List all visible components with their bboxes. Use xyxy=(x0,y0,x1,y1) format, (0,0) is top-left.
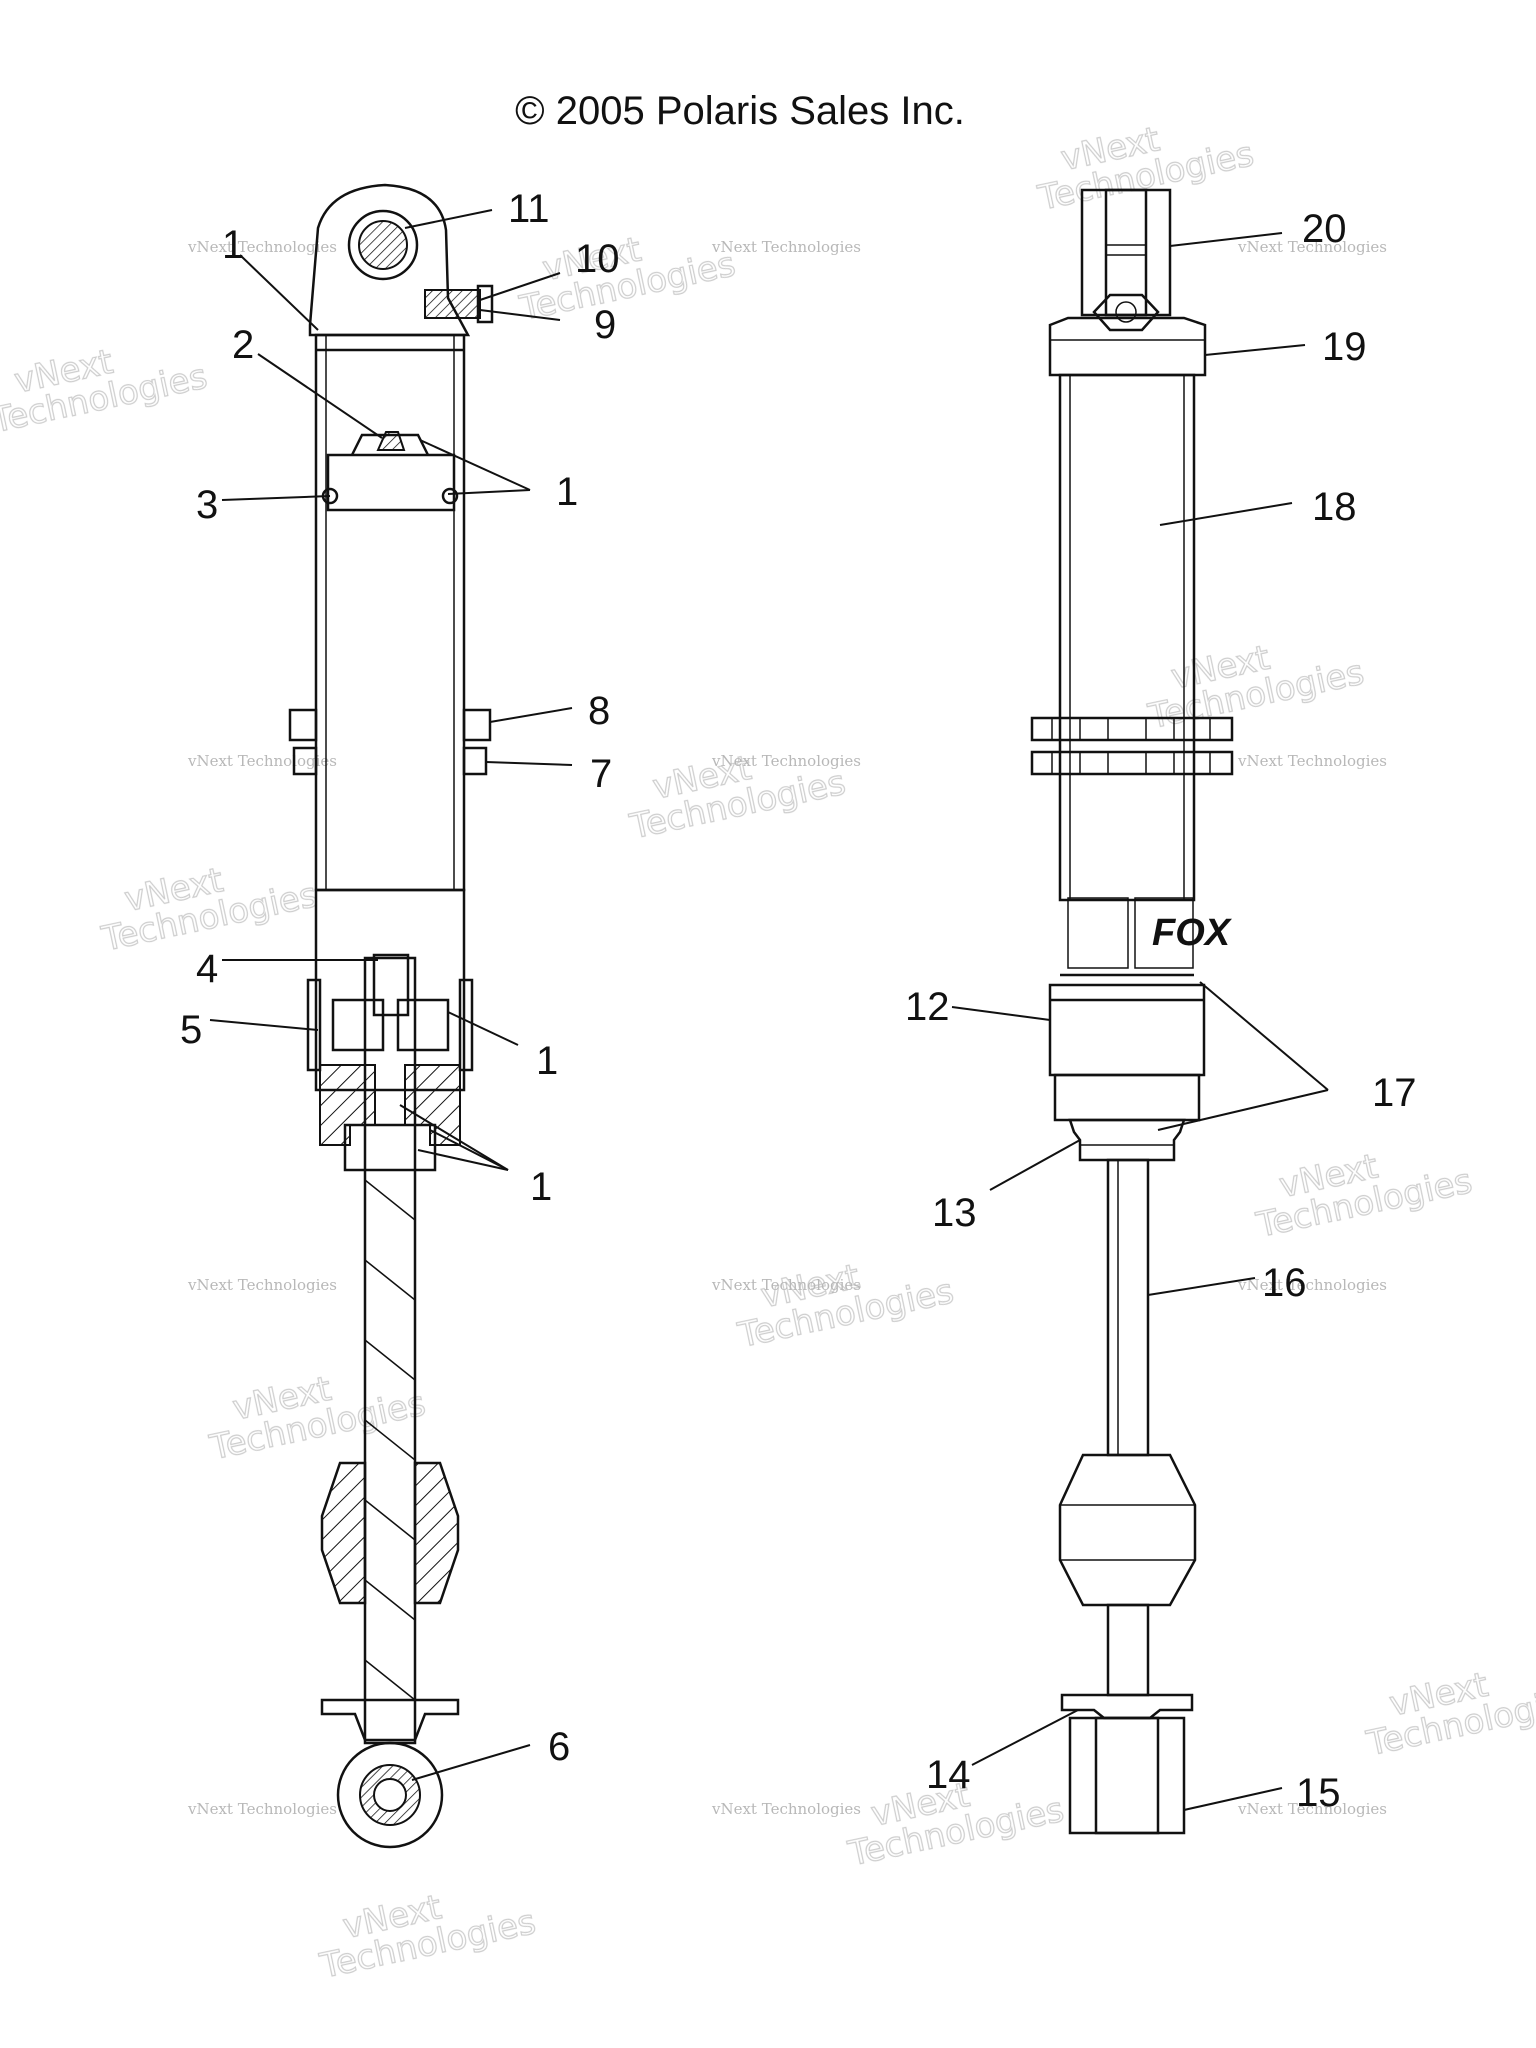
left-top-bushing xyxy=(347,209,419,281)
callout-left-2: 2 xyxy=(232,323,254,367)
left-bottom-eyelet xyxy=(336,1741,444,1849)
right-lower-collar xyxy=(1048,983,1206,1077)
left-valve-core xyxy=(376,431,406,451)
callout-left-8: 8 xyxy=(588,689,610,733)
left-piston-nut xyxy=(372,953,410,1017)
right-body-cap xyxy=(1048,316,1207,377)
fox-brand-logo: FOX xyxy=(1152,912,1233,954)
callout-right-19: 19 xyxy=(1322,325,1367,369)
watermark-small-3: vNext Technologies xyxy=(1237,238,1387,256)
right-decal-panel-l xyxy=(1067,897,1129,969)
left-collar-lower-l xyxy=(292,746,318,776)
left-seal-head-l xyxy=(319,1064,376,1146)
left-main-cylinder xyxy=(314,333,466,892)
right-seal-cap xyxy=(1053,1073,1201,1122)
callout-left-5: 5 xyxy=(180,1008,202,1052)
watermark-small-11: vNext Technologies xyxy=(711,1800,861,1818)
callout-right-20: 20 xyxy=(1302,207,1347,251)
watermark-small-4: vNext Technologies xyxy=(187,752,337,770)
left-seal-head-r xyxy=(404,1064,461,1146)
left-leaders xyxy=(209,209,573,1781)
watermark-small-10: vNext Technologies xyxy=(187,1800,337,1818)
watermark-r3c3: vNext Technologies xyxy=(1252,1146,1476,1247)
callout-left-1a: 1 xyxy=(222,223,244,267)
callout-left-1b: 1 xyxy=(556,470,578,514)
right-bottom-clevis xyxy=(1068,1716,1186,1835)
callout-labels: 1 11 10 9 2 3 1 8 7 4 5 1 1 6 20 19 18 1… xyxy=(180,187,1417,1815)
left-adjuster-knob xyxy=(476,284,494,324)
left-spring-retainer xyxy=(320,1698,460,1742)
left-piston-r xyxy=(396,998,450,1052)
left-floating-piston xyxy=(326,453,456,512)
watermark-small-group: vNext Technologies vNext Technologies vN… xyxy=(187,238,1387,1818)
right-bottom-nut xyxy=(1068,1118,1186,1162)
left-collar-upper-l xyxy=(288,708,318,742)
callout-right-14: 14 xyxy=(926,1753,971,1797)
left-shock-cutaway xyxy=(288,183,494,1849)
callout-left-1c: 1 xyxy=(536,1039,558,1083)
left-collar-upper-r xyxy=(462,708,492,742)
watermark-r2c1: vNext Technologies xyxy=(97,860,321,961)
watermark-small-1: vNext Technologies xyxy=(187,238,337,256)
callout-left-3: 3 xyxy=(196,483,218,527)
watermark-r3c2: vNext Technologies xyxy=(734,1256,958,1357)
right-body xyxy=(1058,373,1196,902)
watermark-small-7: vNext Technologies xyxy=(187,1276,337,1294)
callout-right-16: 16 xyxy=(1262,1261,1307,1305)
watermark-r4c3: vNext Technologies xyxy=(1362,1664,1536,1765)
right-spring-retainer xyxy=(1060,1693,1194,1720)
callout-left-9: 9 xyxy=(594,303,616,347)
callout-left-1d: 1 xyxy=(530,1165,552,1209)
callout-right-17: 17 xyxy=(1372,1071,1417,1115)
right-decal-panel-r xyxy=(1134,897,1194,969)
watermark-small-12: vNext Technologies xyxy=(1237,1800,1387,1818)
watermark-small-5: vNext Technologies xyxy=(711,752,861,770)
left-adjuster-screw xyxy=(424,289,481,319)
left-top-eyelet xyxy=(308,183,471,337)
callout-right-15: 15 xyxy=(1296,1771,1341,1815)
right-bumper xyxy=(1058,1453,1197,1607)
left-lower-body xyxy=(314,888,466,1092)
watermark-small-6: vNext Technologies xyxy=(1237,752,1387,770)
watermark-small-8: vNext Technologies xyxy=(711,1276,861,1294)
watermark-r2c2: vNext Technologies xyxy=(625,747,849,848)
watermark-r2c3: vNext Technologies xyxy=(1144,637,1368,738)
callout-left-4: 4 xyxy=(196,947,218,991)
left-shaft-stripes xyxy=(364,1179,416,1701)
callout-right-13: 13 xyxy=(932,1191,977,1235)
watermark-r1c3: vNext Technologies xyxy=(1034,119,1258,220)
right-adjuster-ring-upper xyxy=(1030,716,1234,742)
watermark-small-9: vNext Technologies xyxy=(1237,1276,1387,1294)
callout-right-12: 12 xyxy=(905,985,950,1029)
watermark-r3c1: vNext Technologies xyxy=(205,1368,429,1469)
left-bottom-cap xyxy=(343,1123,437,1172)
watermark-small-2: vNext Technologies xyxy=(711,238,861,256)
callout-left-10: 10 xyxy=(575,237,620,281)
right-hex-nut xyxy=(1092,293,1160,332)
watermark-r4c1: vNext Technologies xyxy=(316,1887,540,1988)
watermark-group: vNext Technologies vNext Technologies vN… xyxy=(0,119,1536,1988)
left-bumper-l xyxy=(320,1461,367,1605)
right-shaft xyxy=(1106,1158,1150,1457)
callout-left-7: 7 xyxy=(590,752,612,796)
right-shock-exterior: FOX xyxy=(1030,188,1234,1835)
callout-left-6: 6 xyxy=(548,1725,570,1769)
watermark-r1c1: vNext Technologies xyxy=(0,341,211,442)
right-adjuster-ring-lower xyxy=(1030,750,1234,776)
right-shaft-lower xyxy=(1106,1603,1150,1697)
callout-right-18: 18 xyxy=(1312,485,1357,529)
callout-left-11: 11 xyxy=(508,187,550,231)
left-collar-lower-r xyxy=(462,746,488,776)
left-bumper-r xyxy=(413,1461,460,1605)
right-leaders xyxy=(951,232,1329,1811)
copyright-title: © 2005 Polaris Sales Inc. xyxy=(515,89,965,133)
left-piston-l xyxy=(331,998,385,1052)
